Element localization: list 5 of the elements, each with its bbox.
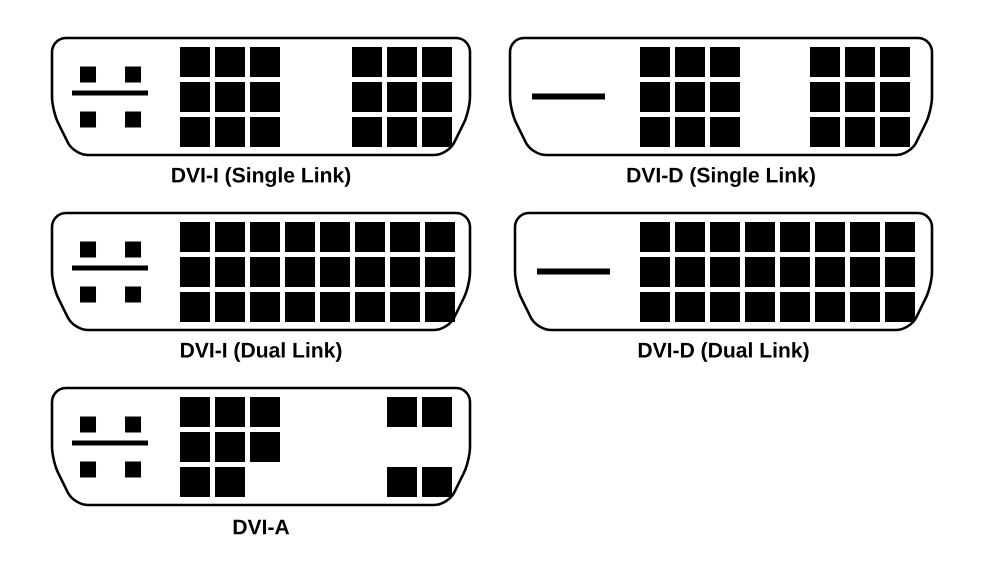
connector-label: DVI-A bbox=[234, 520, 290, 534]
connector-label: DVI-D (Dual Link) bbox=[638, 342, 809, 362]
connector-label: DVI-D (Single Link) bbox=[628, 167, 815, 187]
connector-label: DVI-I (Single Link) bbox=[172, 167, 350, 187]
connector-label: DVI-I (Dual Link) bbox=[181, 342, 342, 362]
